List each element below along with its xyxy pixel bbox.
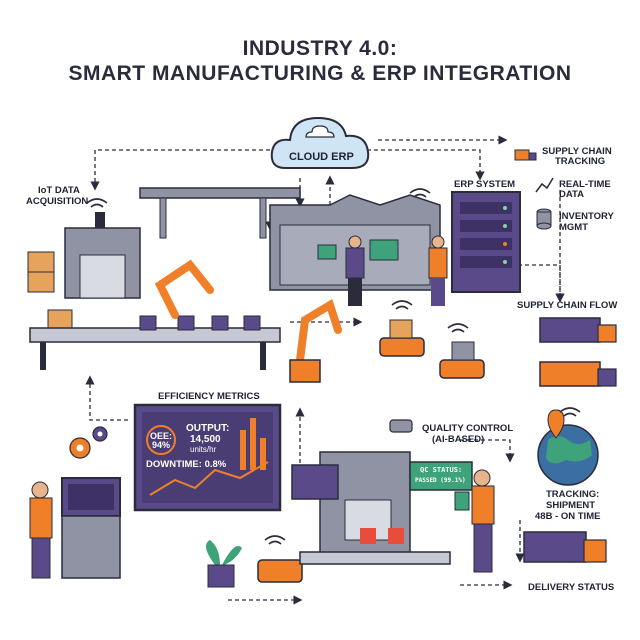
overhead-gantry [139,187,301,239]
data-flow-arrows [85,135,565,605]
factory-worker [345,235,448,306]
output-label: OUTPUT: [186,423,230,434]
output-unit: units/hr [190,445,217,454]
camera-icon [389,419,413,433]
qc-worker [454,469,495,573]
downtime-value: DOWNTIME: 0.8% [146,459,227,470]
erp-system-label: ERP SYSTEM [454,179,516,190]
globe-icon [537,409,599,486]
supply-chain-truck-icon [514,149,537,161]
oee-label: OEE: [149,431,172,441]
inventory-label-line2: MGMT [559,222,589,233]
realtime-data-label-line1: REAL-TIME [559,179,611,190]
main-conveyor [29,315,281,370]
page-title-line2: SMART MANUFACTURING & ERP INTEGRATION [68,62,572,85]
supply-chain-tracking-label-line2: TRACKING [555,156,606,167]
cloud-erp-label: CLOUD ERP [289,151,354,163]
tracking-label-line1: TRACKING: [546,489,600,500]
truck-icon [523,317,617,563]
quality-control-label-line1: QUALITY CONTROL [422,423,514,434]
efficiency-dashboard [133,403,282,512]
inventory-database-icon [536,208,552,230]
qc-status-panel [409,461,473,491]
supply-chain-flow-label: SUPPLY CHAIN FLOW [517,300,618,311]
robot-arm-icon [154,259,342,364]
cloud-icon [270,116,370,169]
robot-base [289,359,321,383]
qc-status-value: PASSED (99.1%) [415,477,466,484]
supply-chain-tracking-label-line1: SUPPLY CHAIN [542,146,612,157]
output-value: 14,500 [190,434,221,445]
realtime-data-label-line2: DATA [559,189,584,200]
plant-icon [206,540,242,588]
efficiency-metrics-label: EFFICIENCY METRICS [158,391,260,402]
quality-control-machine [291,451,451,565]
operator-workstation [29,477,121,579]
iot-label-line2: ACQUISITION [26,196,89,207]
gear-icon [69,426,108,459]
delivery-status-label: DELIVERY STATUS [528,582,615,593]
realtime-chart-icon [535,177,554,193]
wifi-signal-icon [86,188,581,545]
qc-status-label: QC STATUS: [420,466,463,474]
iot-label-line1: IoT DATA [38,185,80,196]
iot-scanner-machine [27,212,141,329]
tracking-label-line3: 48B - ON TIME [535,511,601,522]
oee-value: 94% [151,440,170,451]
agv-cart-icon [257,319,485,583]
tracking-label-line2: SHIPMENT [546,500,596,511]
erp-server-rack [451,191,521,293]
quality-control-label-line2: (AI-BASED) [432,434,485,445]
inventory-label-line1: INVENTORY [559,211,614,222]
oee-gauge: OEE: 94% [146,425,176,455]
page-title-line1: INDUSTRY 4.0: [242,37,398,60]
